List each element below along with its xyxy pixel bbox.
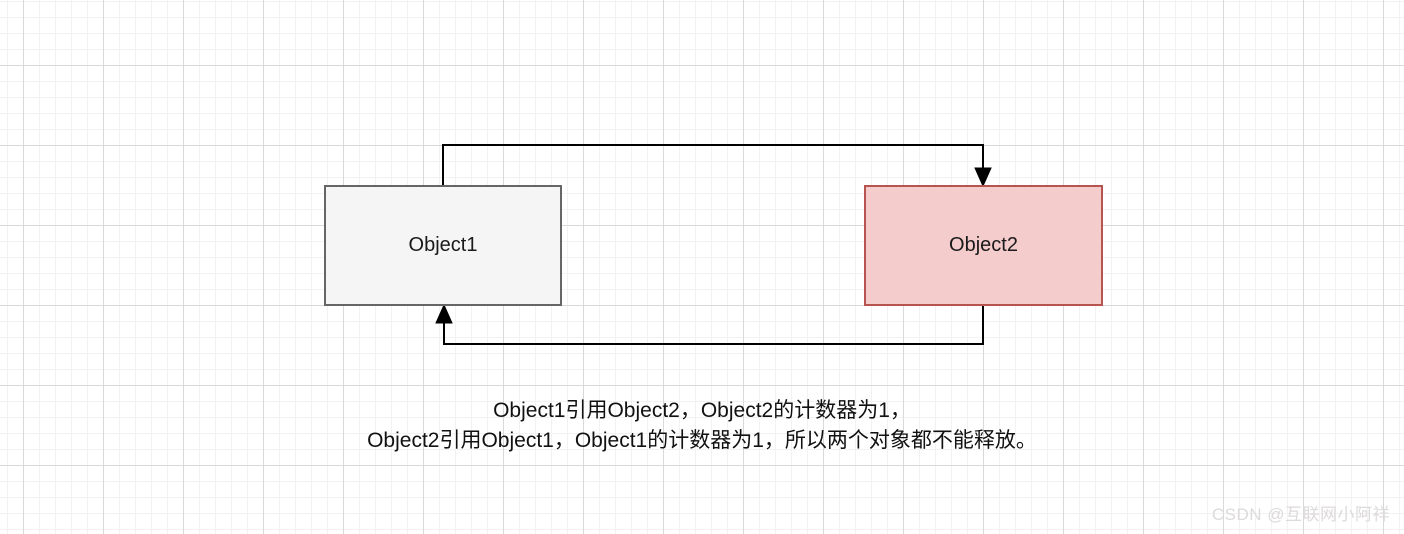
reference-arrow-line [442, 144, 984, 185]
node-object1-label: Object1 [408, 234, 478, 256]
arrowhead-down-icon [974, 167, 992, 188]
reference-arrow-object2-to-object1 [435, 303, 984, 345]
caption-line-2: Object2引用Object1，Object1的计数器为1，所以两个对象都不能… [367, 429, 1037, 452]
reference-arrow-object1-to-object2 [442, 144, 992, 188]
node-object2-label: Object2 [949, 234, 1018, 256]
node-object2: Object2 [864, 185, 1103, 306]
watermark: CSDN @互联网小阿祥 [1211, 505, 1390, 524]
node-object1: Object1 [324, 185, 562, 306]
caption: Object1引用Object2，Object2的计数器为1， Object2引… [0, 396, 1404, 456]
caption-line-1: Object1引用Object2，Object2的计数器为1， [493, 399, 911, 422]
reference-arrow-line [443, 306, 984, 345]
arrowhead-up-icon [435, 303, 453, 324]
